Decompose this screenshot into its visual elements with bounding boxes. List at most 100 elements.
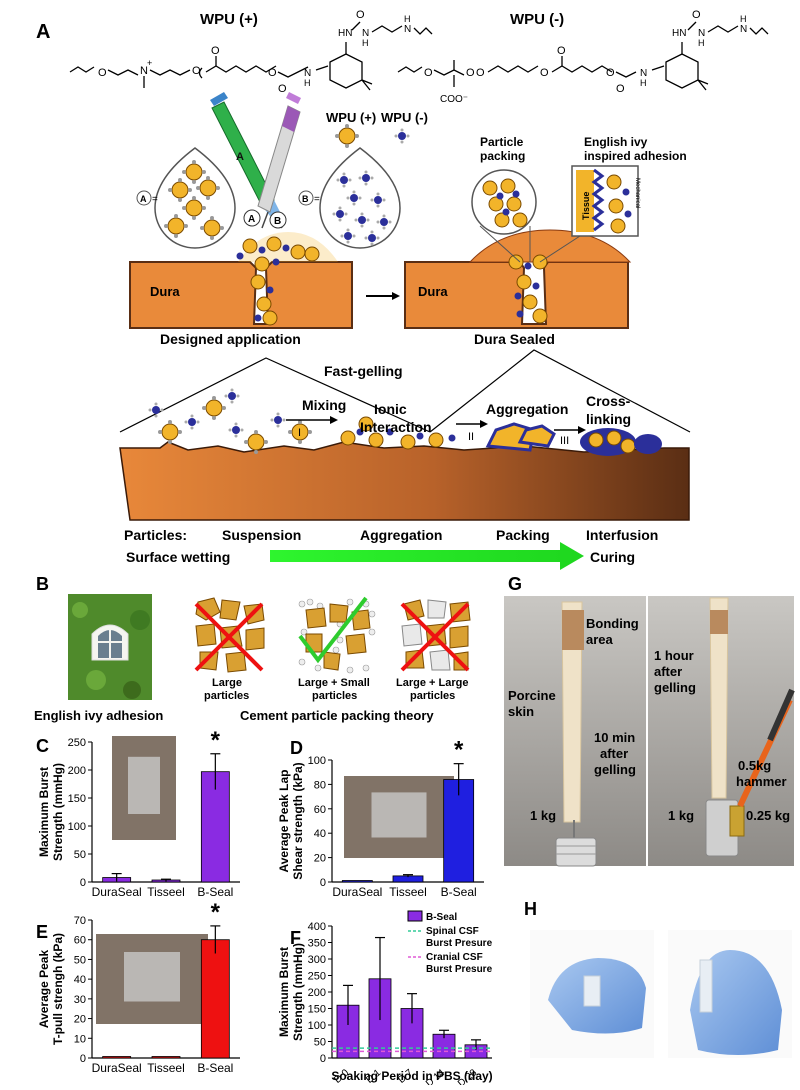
legend-cranial-line1: Cranial CSF (426, 952, 483, 963)
svg-text:H: H (362, 38, 369, 48)
drop-a-label: A (140, 194, 147, 204)
ivy-photo (68, 594, 152, 700)
x-tick-label: B-Seal (197, 885, 233, 899)
x-tick-label: Tisseel (147, 885, 185, 899)
bar (443, 779, 475, 883)
svg-text:O: O (278, 83, 287, 95)
svg-text:COO⁻: COO⁻ (440, 94, 468, 105)
svg-text:=: = (314, 194, 320, 205)
case2-line1: Large + Small (298, 677, 370, 689)
svg-text:N: N (362, 28, 369, 39)
particle-packing-zoom: Particle packing (471, 135, 537, 263)
x-tick-label: DuraSeal (332, 885, 382, 899)
svg-text:O: O (98, 67, 107, 79)
y-tick-label: 100 (68, 821, 86, 833)
panel-a: A WPU (+) WPU (-) O N + O O O O N H HN (36, 9, 769, 570)
svg-text:O: O (424, 67, 433, 79)
y-tick-label: 10 (74, 1033, 86, 1045)
ivy-caption: English ivy adhesion (34, 708, 163, 723)
svg-text:O: O (616, 83, 625, 95)
stage-aggregation: Aggregation (360, 527, 442, 543)
svg-text:O: O (211, 45, 220, 57)
legend-cranial-line2: Burst Presure (426, 964, 493, 975)
x-tick-label: DuraSeal (92, 885, 142, 899)
y-tick-label: 50 (74, 849, 86, 861)
panel-h: H (524, 899, 792, 1058)
g-right-time-line3: gelling (654, 680, 696, 695)
legend-swatch-bar (407, 910, 423, 922)
x-tick-label: Tisseel (147, 1061, 185, 1075)
x-tick-label: B-Seal (441, 885, 477, 899)
case3-line2: particles (410, 690, 455, 702)
ivy-inspired-line2: inspired adhesion (584, 149, 687, 163)
x-tick-label: DuraSeal (92, 1061, 142, 1075)
g-hammer-line2: hammer (736, 774, 787, 789)
bar (200, 939, 230, 1059)
bar (341, 880, 373, 883)
inset-photo-detail (371, 792, 427, 838)
bar (151, 1056, 181, 1059)
g-bonding-line2: area (586, 632, 614, 647)
y-tick-label: 0 (80, 1053, 86, 1065)
y-tick-label: 250 (308, 971, 326, 983)
bar (200, 771, 230, 883)
y-tick-label: 100 (308, 755, 326, 767)
tissue-label: Tissue (581, 192, 591, 220)
crosslinking-line1: Cross- (586, 393, 631, 409)
y-tick-label: 60 (74, 935, 86, 947)
svg-text:O: O (557, 45, 566, 57)
g-porcine-line1: Porcine (508, 688, 556, 703)
g-right-weight1: 1 kg (668, 808, 694, 823)
g-left-weight: 1 kg (530, 808, 556, 823)
g-right-time-line2: after (654, 664, 682, 679)
svg-text:O: O (540, 67, 549, 79)
svg-text:+: + (147, 58, 152, 68)
y-tick-label: 20 (74, 1014, 86, 1026)
case1-line2: particles (204, 690, 249, 702)
y-tick-label: 350 (308, 938, 326, 950)
y-tick-label: 150 (68, 793, 86, 805)
svg-text:=: = (152, 194, 158, 205)
g-left-time-line2: after (600, 746, 628, 761)
dura-sealed-label: Dura Sealed (474, 331, 555, 347)
particle-packing-line2: packing (480, 149, 525, 163)
fast-gelling-label: Fast-gelling (324, 363, 403, 379)
g-bonding-line1: Bonding (586, 616, 639, 631)
y-tick-label: 40 (74, 974, 86, 986)
packing-case-large-large (400, 599, 471, 672)
wetting-to-curing-arrow (270, 542, 584, 570)
y-tick-label: 200 (68, 765, 86, 777)
step-2-label: II (468, 431, 474, 443)
dura-right-label: Dura (418, 284, 448, 299)
particle-packing-line1: Particle (480, 135, 524, 149)
svg-text:N: N (304, 68, 311, 79)
significance-star: * (211, 727, 221, 754)
x-tick-label: B-Seal (197, 1061, 233, 1075)
panel-g-letter: G (508, 574, 522, 594)
y-tick-label: 0 (320, 1053, 326, 1065)
svg-text:N: N (404, 24, 411, 35)
svg-text:N: N (140, 65, 148, 77)
step-3-label: III (560, 435, 569, 447)
svg-text:H: H (304, 78, 311, 88)
y-tick-label: 80 (314, 779, 326, 791)
dura-right: Dura (404, 229, 632, 329)
x-axis-label: Soaking Period in PBS (day) (331, 1069, 492, 1083)
packing-caption: Cement particle packing theory (240, 708, 434, 723)
stage-packing: Packing (496, 527, 550, 543)
ivy-adhesion-zoom: English ivy inspired adhesion Tissue Mec… (539, 135, 687, 263)
g-hammer-line1: 0.5kg (738, 758, 771, 773)
svg-text:O: O (692, 9, 701, 21)
y-axis-label: Shear strength (kPa) (291, 762, 305, 879)
y-tick-label: 0 (80, 877, 86, 889)
packing-case-large-small (298, 596, 376, 674)
g-left-time-line3: gelling (594, 762, 636, 777)
svg-text:H: H (740, 14, 747, 24)
panel-g: G Bonding area Porcine skin 10 min after… (504, 574, 795, 867)
case3-line1: Large + Large (396, 677, 468, 689)
crosslinking-line2: linking (586, 411, 631, 427)
